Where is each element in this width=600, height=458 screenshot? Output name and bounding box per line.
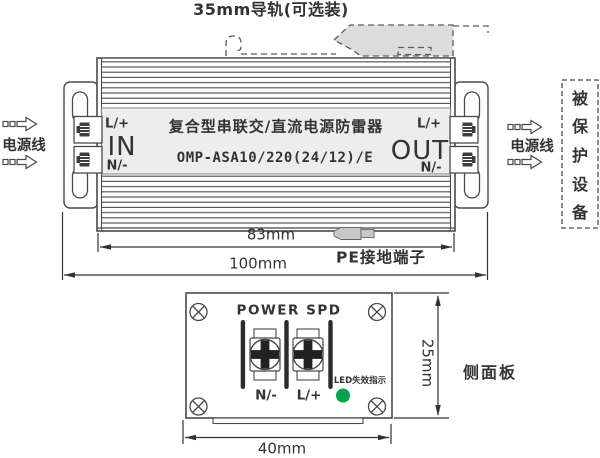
panel-terminal-n-label: N/-: [255, 387, 277, 404]
led-status-label: LED失效指示: [333, 375, 387, 386]
terminal-screw-icon: [462, 122, 476, 137]
side-panel: [185, 292, 393, 425]
mounting-bracket-left: [63, 81, 99, 209]
terminal-screw-icon: [76, 152, 90, 167]
dimension-83mm: [97, 233, 455, 252]
corner-screw-icon: [189, 302, 208, 322]
dim-40mm-label: 40mm: [257, 439, 307, 458]
panel-terminal-screw-L: [292, 328, 324, 381]
protected-equipment-box: [561, 79, 599, 229]
dim-25mm-label: 25mm: [418, 338, 437, 388]
din-rail-outline: [225, 24, 489, 57]
panel-terminal-screw-N: [249, 328, 281, 381]
side-panel-caption: 侧面板: [462, 363, 518, 382]
rail-clip-hook: [225, 35, 242, 56]
rail-insert-arrow: [332, 24, 454, 57]
device-title: 复合型串联交/直流电源防雷器: [168, 117, 384, 136]
protected-equipment-label: 被 保 护 设 备: [571, 88, 588, 223]
terminal-screw-icon: [76, 122, 90, 137]
input-terminals: [73, 115, 103, 174]
arrow-right-icon: [507, 119, 543, 135]
arrow-right-icon: [2, 116, 38, 132]
corner-screw-icon: [367, 397, 387, 416]
panel-foot: [212, 417, 364, 425]
rail-step-line: [453, 25, 489, 33]
dimension-100mm: [61, 212, 489, 280]
dimension-25mm: [394, 292, 449, 419]
in-label: IN: [107, 132, 137, 162]
dimension-40mm: [182, 420, 392, 444]
out-terminal-top-label: L/+: [417, 116, 441, 132]
mounting-bracket-right: [453, 81, 489, 209]
corner-screw-icon: [367, 302, 387, 322]
rail-title: 35mm导轨(可选装): [193, 0, 349, 19]
led-indicator: [336, 388, 350, 403]
in-terminal-top-label: L/+: [105, 116, 129, 132]
device-body: [96, 57, 456, 232]
dim-83mm-label: 83mm: [246, 225, 296, 244]
power-flow-arrows-right: [507, 119, 543, 170]
terminal-divider-bar: [284, 320, 289, 389]
output-terminals: [449, 115, 479, 174]
pe-terminal-label: PE接地端子: [336, 248, 426, 267]
arrow-right-icon: [507, 154, 543, 170]
panel-title: POWER SPD: [236, 302, 342, 319]
power-wire-label-right: 电源线: [510, 138, 554, 155]
device-model: OMP-ASA10/220(24/12)/E: [176, 150, 374, 166]
power-wire-label-left: 电源线: [2, 137, 46, 154]
in-terminal-bottom-label: N/-: [106, 158, 128, 174]
terminal-divider-bar: [240, 320, 246, 389]
panel-terminal-l-label: L/+: [296, 387, 322, 404]
terminal-divider-bar: [328, 320, 333, 389]
pe-ground-lug: [333, 227, 375, 240]
heatsink-fins-bottom: [101, 174, 451, 228]
arrow-right-icon: [2, 154, 38, 170]
terminal-screw-icon: [462, 152, 476, 167]
out-label: OUT: [390, 136, 450, 166]
dim-100mm-label: 100mm: [229, 254, 287, 273]
power-flow-arrows-left: [2, 116, 38, 170]
out-terminal-bottom-label: N/-: [420, 160, 442, 176]
heatsink-fins-top: [101, 58, 451, 108]
corner-screw-icon: [189, 397, 208, 416]
